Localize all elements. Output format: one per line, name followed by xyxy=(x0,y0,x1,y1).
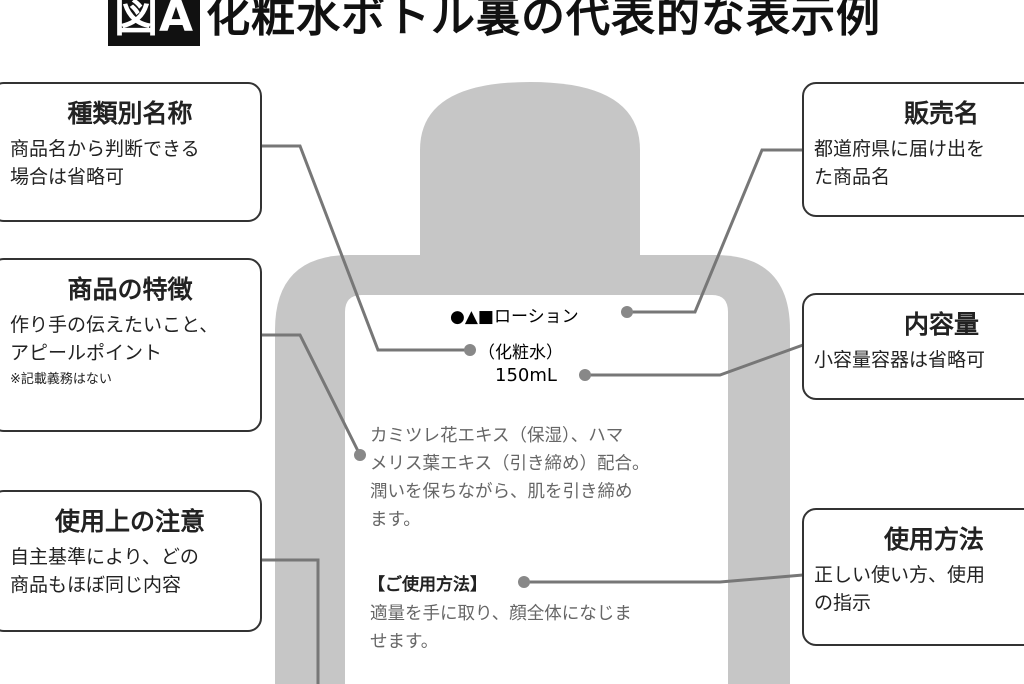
box-text: 作り手の伝えたいこと、 xyxy=(10,314,219,336)
box-heading: 使用方法 xyxy=(884,525,985,554)
box-heading: 内容量 xyxy=(904,310,980,339)
dot-name xyxy=(621,306,633,318)
label-usage-heading: 【ご使用方法】 xyxy=(368,575,487,595)
box-usage-caution: 使用上の注意 自主基準により、どの 商品もほぼ同じ内容 xyxy=(0,490,262,632)
dot-category xyxy=(464,344,476,356)
leader-line-volume xyxy=(585,343,804,377)
bottle-label xyxy=(345,295,728,684)
label-features: カミツレ花エキス（保湿）、ハマ メリス葉エキス（引き締め）配合。 潤いを保ちなが… xyxy=(370,422,649,534)
features-line: 潤いを保ちながら、肌を引き締め xyxy=(370,482,633,502)
dot-usage xyxy=(518,576,530,588)
features-line: メリス葉エキス（引き締め）配合。 xyxy=(370,454,650,474)
box-text: 場合は省略可 xyxy=(10,165,125,188)
label-category: （化粧水） xyxy=(478,343,563,363)
box-text: 都道府県に届け出を xyxy=(814,138,986,160)
box-text: の指示 xyxy=(814,591,872,614)
dot-features xyxy=(354,449,366,461)
features-line: ます。 xyxy=(370,510,421,530)
box-text: 商品もほぼ同じ内容 xyxy=(10,573,182,596)
box-note: ※記載義務はない xyxy=(10,372,112,388)
box-heading: 種類別名称 xyxy=(67,99,193,128)
box-heading: 使用上の注意 xyxy=(54,507,205,536)
box-text: た商品名 xyxy=(814,165,891,188)
box-text: 商品名から判断できる xyxy=(10,138,200,160)
figure-badge: 図A xyxy=(108,0,201,46)
bottle-neck xyxy=(420,82,640,260)
box-sales-name: 販売名 都道府県に届け出を た商品名 xyxy=(802,82,1024,217)
usage-line: 適量を手に取り、顔全体になじま xyxy=(370,604,632,624)
leader-line-usage xyxy=(524,573,804,584)
features-line: カミツレ花エキス（保湿）、ハマ xyxy=(370,426,624,446)
label-volume: 150mL xyxy=(495,365,557,386)
box-usage-method: 使用方法 正しい使い方、使用 の指示 xyxy=(802,508,1024,646)
leader-line-caution xyxy=(262,558,320,684)
box-heading: 商品の特徴 xyxy=(67,275,193,304)
usage-line: せます。 xyxy=(370,632,439,652)
box-volume: 内容量 小容量容器は省略可 xyxy=(802,293,1024,400)
box-text: 小容量容器は省略可 xyxy=(814,349,986,371)
leader-line-name xyxy=(627,148,803,314)
box-category-name: 種類別名称 商品名から判断できる 場合は省略可 xyxy=(0,82,262,222)
box-text: 自主基準により、どの xyxy=(10,546,199,568)
leader-line-features xyxy=(262,333,362,456)
label-usage: 適量を手に取り、顔全体になじま せます。 xyxy=(370,600,632,656)
box-text: 正しい使い方、使用 xyxy=(814,564,986,586)
dot-volume xyxy=(579,369,591,381)
box-product-features: 商品の特徴 作り手の伝えたいこと、 アピールポイント ※記載義務はない xyxy=(0,258,262,432)
title-text: 化粧水ボトル裏の代表的な表示例 xyxy=(206,0,882,42)
leader-line-category xyxy=(262,144,468,352)
box-heading: 販売名 xyxy=(904,99,980,128)
box-text: アピールポイント xyxy=(10,341,163,364)
label-product-name: ●▲■ローション xyxy=(450,307,579,327)
